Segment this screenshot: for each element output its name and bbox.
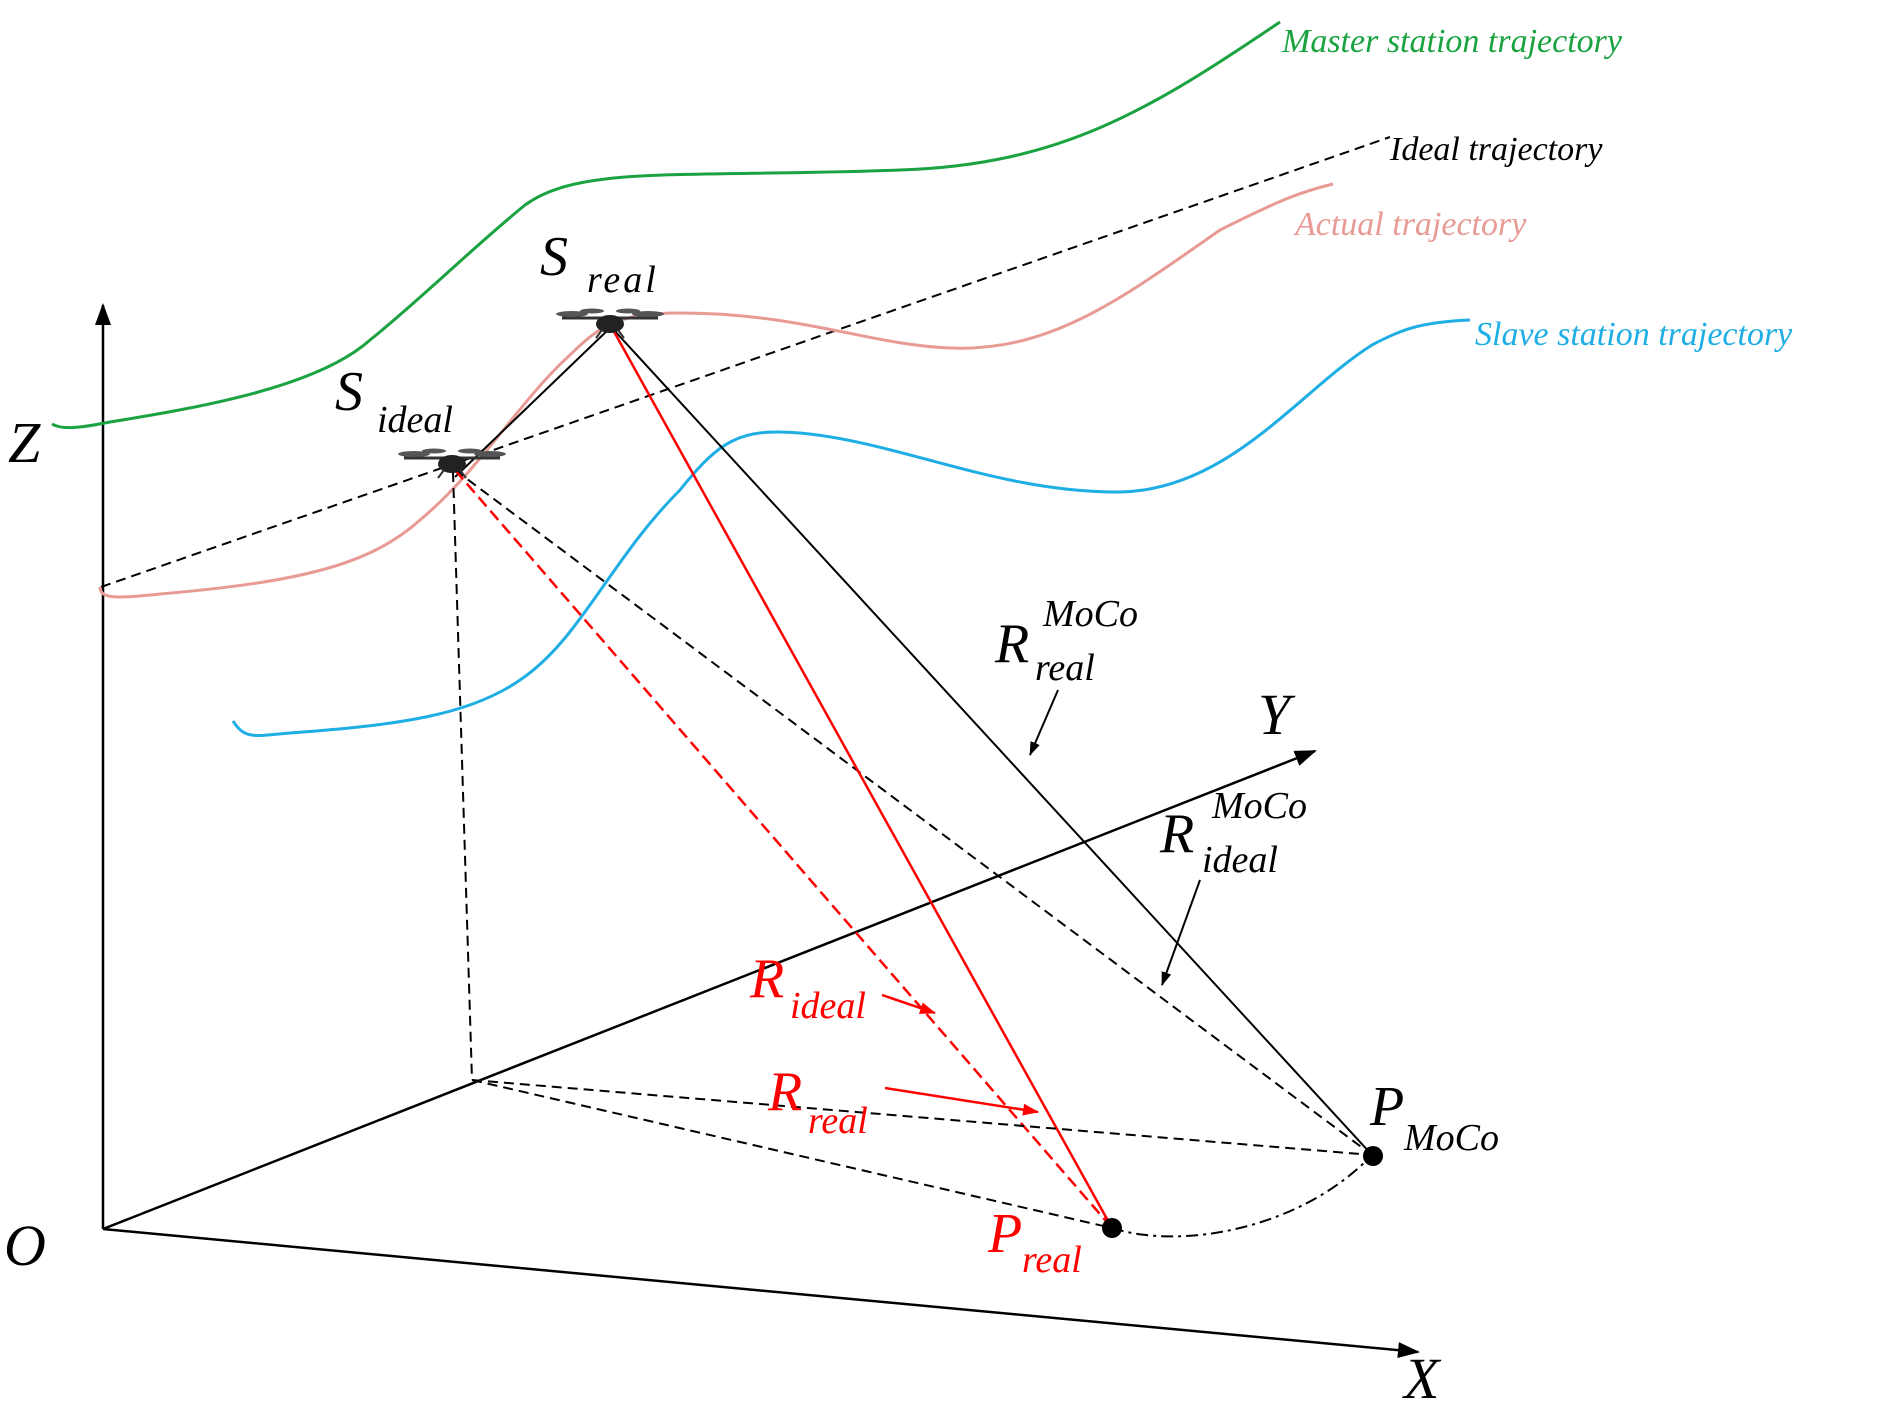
p-moco-subscript: MoCo [1403, 1117, 1499, 1159]
s-ideal-subscript: ideal [377, 399, 453, 441]
y-axis-label: Y [1258, 682, 1296, 747]
p-real-point [1102, 1218, 1122, 1238]
origin-label: O [4, 1213, 46, 1278]
r-ideal-arrow [881, 993, 936, 1015]
r-ideal-moco-subscript: ideal [1202, 839, 1278, 881]
r-ideal-moco-symbol: R [1159, 803, 1194, 865]
slave-trajectory-line [231, 318, 1471, 737]
y-axis [102, 749, 1317, 1231]
p-real-to-p-moco-arc [1111, 1154, 1373, 1238]
r-real-moco-line [611, 327, 1373, 1156]
master-trajectory-line [51, 20, 1281, 430]
p-real-subscript: real [1022, 1239, 1082, 1281]
quadcopter-icon [556, 308, 664, 339]
x-axis-label: X [1402, 1346, 1442, 1411]
s-real-symbol: S [540, 226, 568, 288]
actual-trajectory-line [98, 182, 1334, 599]
r-ideal-moco-arrow [1161, 879, 1201, 986]
r-ideal-symbol: R [749, 948, 784, 1010]
s-real-subscript: real [587, 259, 659, 301]
r-ideal-moco-line [454, 469, 1373, 1156]
ideal-trajectory-label: Ideal trajectory [1389, 131, 1603, 168]
slave-trajectory-label: Slave station trajectory [1475, 316, 1793, 353]
ground-to-p-moco-line [471, 1079, 1373, 1156]
master-trajectory-label: Master station trajectory [1281, 23, 1623, 60]
p-moco-symbol: P [1369, 1076, 1404, 1138]
z-axis-label: Z [8, 410, 41, 475]
r-real-moco-subscript: real [1035, 647, 1095, 689]
r-real-moco-symbol: R [994, 613, 1029, 675]
r-real-symbol: R [767, 1061, 802, 1123]
ground-to-p-real-line [471, 1079, 1113, 1229]
r-ideal-line [454, 469, 1113, 1229]
p-moco-point [1363, 1146, 1383, 1166]
x-axis [102, 1227, 1420, 1359]
r-ideal-subscript: ideal [790, 985, 866, 1027]
quadcopter-icon [398, 448, 506, 479]
r-ideal-moco-superscript: MoCo [1211, 785, 1307, 827]
r-real-moco-superscript: MoCo [1042, 593, 1138, 635]
r-real-arrow [884, 1086, 1039, 1116]
ideal-trajectory-line [100, 136, 1391, 588]
r-real-subscript: real [808, 1100, 868, 1142]
s-ideal-symbol: S [335, 361, 363, 423]
actual-trajectory-label: Actual trajectory [1293, 206, 1527, 243]
p-real-symbol: P [987, 1203, 1022, 1265]
s-ideal-projection-line [452, 471, 473, 1081]
r-real-line [610, 327, 1114, 1229]
r-real-moco-arrow [1029, 689, 1059, 756]
